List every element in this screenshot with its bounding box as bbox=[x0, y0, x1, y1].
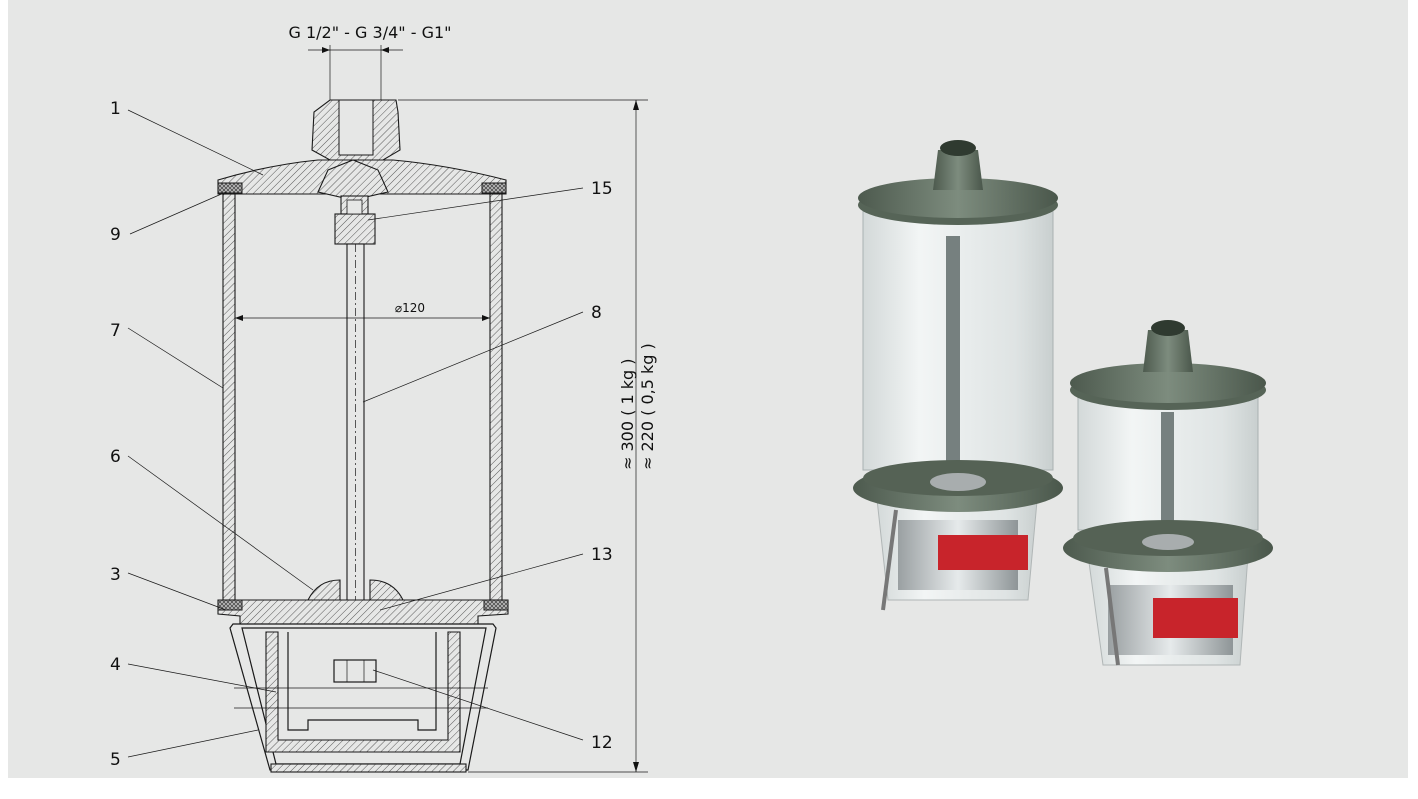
part-label-13: 13 bbox=[591, 545, 613, 565]
part-label-9: 9 bbox=[110, 225, 121, 245]
thread-size-label: G 1/2" - G 3/4" - G1" bbox=[288, 23, 451, 42]
part-label-12: 12 bbox=[591, 733, 613, 753]
part-label-5: 5 bbox=[110, 750, 121, 770]
large-unit-red-label bbox=[938, 535, 1028, 570]
height-large-label: ≈ 300 ( 1 kg ) bbox=[618, 359, 637, 470]
large-lubricator bbox=[853, 140, 1063, 611]
bottom-seal-right bbox=[483, 599, 509, 611]
bottom-nut bbox=[333, 659, 377, 683]
part-label-4: 4 bbox=[110, 655, 121, 675]
top-seal-left bbox=[217, 182, 243, 194]
central-rod bbox=[346, 243, 365, 617]
top-fitting bbox=[217, 99, 507, 245]
bottom-cup bbox=[229, 623, 497, 773]
base-plate bbox=[217, 599, 509, 625]
part-label-3: 3 bbox=[110, 565, 121, 585]
part-label-1: 1 bbox=[110, 99, 121, 119]
technical-drawing: G 1/2" - G 3/4" - G1" ⌀ bbox=[110, 23, 657, 773]
glass-wall-right bbox=[489, 193, 503, 601]
small-unit-red-label bbox=[1153, 598, 1238, 638]
valve-right bbox=[369, 579, 404, 603]
valve-left bbox=[307, 579, 341, 603]
part-leaders: 1 9 7 6 3 4 5 15 8 13 12 bbox=[110, 99, 613, 770]
part-label-8: 8 bbox=[591, 303, 602, 323]
figure-panel: G 1/2" - G 3/4" - G1" ⌀ bbox=[8, 0, 1408, 778]
diameter-label: ⌀120 bbox=[395, 301, 425, 315]
part-label-7: 7 bbox=[110, 321, 121, 341]
part-label-6: 6 bbox=[110, 447, 121, 467]
part-label-15: 15 bbox=[591, 179, 613, 199]
glass-wall-left bbox=[222, 193, 236, 601]
bottom-seal-left bbox=[217, 599, 243, 611]
small-lubricator bbox=[1063, 320, 1273, 666]
top-seal-right bbox=[481, 182, 507, 194]
filter-housing bbox=[234, 631, 488, 753]
height-small-label: ≈ 220 ( 0,5 kg ) bbox=[638, 343, 657, 470]
